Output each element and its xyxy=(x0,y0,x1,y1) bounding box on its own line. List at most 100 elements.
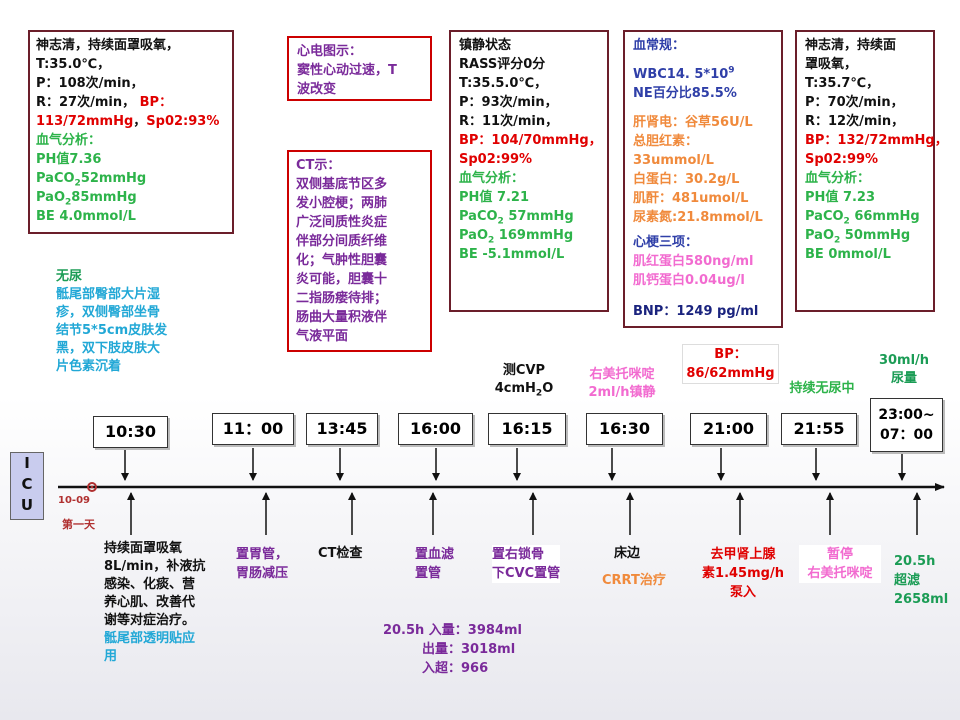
time-1615: 16:15 xyxy=(488,413,566,445)
sedation-line-10: PaCO2 57mmHg xyxy=(459,209,574,227)
note-1030-skin-1: 骶尾部透明贴应 xyxy=(104,631,196,646)
admission-line-8: PaCO252mmHg xyxy=(36,171,147,189)
time-1630: 16:30 xyxy=(586,413,663,445)
liver-renal-4: 白蛋白：30.2g/L xyxy=(633,172,740,187)
liver-renal-5: 肌酐：481umol/L xyxy=(633,191,749,206)
icu-letter-u: U xyxy=(20,496,34,514)
latest-line-5: R：12次/min， xyxy=(805,114,905,129)
note-1600-line-1: 置血滤 xyxy=(415,547,455,562)
admission-vitals-panel: 神志清，持续面罩吸氧，T:35.0℃，P：108次/min，R：27次/min，… xyxy=(28,30,234,234)
admission-line-3: P：108次/min， xyxy=(36,76,144,91)
sedation-line-9: PH值 7.21 xyxy=(459,190,530,205)
latest-line-1: 神志清，持续面 xyxy=(805,38,897,53)
note-1615-line-1: 置右锁骨 xyxy=(492,547,545,562)
admission-line-9: PaO285mmHg xyxy=(36,190,137,208)
cvp-note: 测CVP 4cmH2O xyxy=(484,362,564,398)
day-label: 第一天 xyxy=(62,518,95,531)
icu-letter-c: C xyxy=(21,475,33,493)
wbc-value: WBC14. 5*109 xyxy=(633,65,735,82)
time-1030: 10:30 xyxy=(93,416,168,448)
sedation-line-3: T:35.5.0℃， xyxy=(459,76,548,91)
note-1600: 置血滤 置管 xyxy=(415,545,454,583)
skin-note-5: 片色素沉着 xyxy=(56,359,122,374)
dexmed-line-2: 2ml/h镇静 xyxy=(588,385,656,400)
cardiac-1: 肌红蛋白580ng/ml xyxy=(633,254,754,269)
cardiac-title: 心梗三项： xyxy=(633,235,699,250)
admission-line-1: 神志清，持续面罩吸氧， xyxy=(36,38,180,53)
latest-vitals-panel: 神志清，持续面罩吸氧，T:35.7℃，P：70次/min，R：12次/min，B… xyxy=(795,30,948,312)
note-2100-line-3: 泵入 xyxy=(729,585,756,600)
fluid-balance-note: 20.5h 入量：3984ml 出量：3018ml 入超：966 xyxy=(376,621,522,678)
continuous-anuria-note: 持续无尿中 xyxy=(779,380,865,398)
fluid-intake: 20.5h 入量：3984ml xyxy=(382,623,522,638)
note-1030-skin-2: 用 xyxy=(104,649,118,664)
time-0700: 07：00 xyxy=(880,427,933,443)
note-1345: CT检查 xyxy=(318,546,363,561)
note-2155-line-1: 暂停 xyxy=(826,547,853,562)
latest-line-6: BP：132/72mmHg， xyxy=(805,133,948,148)
note-1630-crrt: CRRT治疗 xyxy=(602,573,666,588)
admission-line-6: 血气分析： xyxy=(36,133,102,148)
admission-line-4: R：27次/min， BP： xyxy=(36,95,173,110)
latest-line-2: 罩吸氧， xyxy=(805,57,858,72)
time-1345: 13:45 xyxy=(306,413,378,445)
note-1030: 持续面罩吸氧 8L/min，补液抗 感染、化痰、营 养心肌、改善代 谢等对症治疗… xyxy=(104,540,205,666)
skin-note: 无尿 骶尾部臀部大片湿 疹，双侧臀部坐骨 结节5*5cm皮肤发 黑，双下肢皮肤大… xyxy=(56,268,167,376)
latest-line-9: PH值 7.23 xyxy=(805,190,876,205)
skin-note-1: 骶尾部臀部大片湿 xyxy=(56,287,161,302)
latest-line-11: PaO2 50mmHg xyxy=(805,228,911,246)
latest-line-12: BE 0mmol/L xyxy=(805,247,891,262)
bp-2100-label: BP： xyxy=(714,347,747,362)
note-2155: 暂停 右美托咪啶 xyxy=(799,545,881,583)
sedation-line-6: BP：104/70mmHg， xyxy=(459,133,602,148)
start-date: 10-09 xyxy=(58,495,90,506)
ecg-text-1: 窦性心动过速，T xyxy=(297,63,397,78)
note-1030-line-1: 持续面罩吸氧 xyxy=(104,541,183,556)
liver-renal-1: 肝肾电：谷草56U/L xyxy=(633,115,753,130)
sedation-line-8: 血气分析： xyxy=(459,171,525,186)
ct-text-3: 广泛间质性炎症 xyxy=(296,215,388,230)
fluid-output: 出量：3018ml xyxy=(422,642,516,657)
cvp-value: 4cmH2O xyxy=(494,381,554,399)
ct-text-7: 二指肠瘘待排； xyxy=(296,291,388,306)
cvp-title: 测CVP xyxy=(502,363,546,378)
bp-2100-note: BP： 86/62mmHg xyxy=(682,344,779,384)
note-1630: 床边 xyxy=(614,546,641,561)
lab-results-panel: 血常规： WBC14. 5*109 NE百分比85.5% 肝肾电：谷草56U/L… xyxy=(623,30,783,328)
latest-line-10: PaCO2 66mmHg xyxy=(805,209,920,227)
liver-renal-2: 总胆红素： xyxy=(633,134,699,149)
fluid-net: 入超：966 xyxy=(422,661,489,676)
urine-rate: 30ml/h xyxy=(878,353,930,368)
time-2300-0700: 23:00~ 07：00 xyxy=(870,398,943,452)
ne-value: NE百分比85.5% xyxy=(633,86,737,101)
note-2100-line-2: 素1.45mg/h xyxy=(702,566,784,581)
bp-2100-value: 86/62mmHg xyxy=(686,366,775,381)
sedation-line-11: PaO2 169mmHg xyxy=(459,228,574,246)
note-2300-line-1: 20.5h xyxy=(894,554,936,569)
ecg-title: 心电图示： xyxy=(297,44,363,59)
anuria-note: 无尿 xyxy=(56,269,83,284)
latest-line-8: 血气分析： xyxy=(805,171,871,186)
time-2155: 21:55 xyxy=(781,413,857,445)
latest-line-3: T:35.7℃， xyxy=(805,76,880,91)
dexmed-line-1: 右美托咪啶 xyxy=(589,367,655,382)
admission-line-10: BE 4.0mmol/L xyxy=(36,209,136,224)
bnp-value: BNP：1249 pg/ml xyxy=(633,304,759,319)
note-1100-line-2: 胃肠减压 xyxy=(236,566,289,581)
ct-text-5: 化；气肿性胆囊 xyxy=(296,253,388,268)
ct-text-8: 肠曲大量积液伴 xyxy=(296,310,388,325)
urine-output-note: 30ml/h 尿量 xyxy=(868,352,940,388)
note-1030-line-5: 谢等对症治疗。 xyxy=(104,613,196,628)
note-1615: 置右锁骨 下CVC置管 xyxy=(492,545,561,583)
note-2155-line-2: 右美托咪啶 xyxy=(807,566,873,581)
note-2300-line-3: 2658ml xyxy=(894,592,949,607)
start-marker xyxy=(87,482,97,492)
ct-text-2: 发小腔梗；两肺 xyxy=(296,196,388,211)
note-2300-line-2: 超滤 xyxy=(894,573,921,588)
sedation-line-7: Sp02:99% xyxy=(459,152,533,167)
note-1030-line-2: 8L/min，补液抗 xyxy=(104,559,206,574)
skin-note-4: 黑，双下肢皮肤大 xyxy=(56,341,161,356)
note-1615-line-2: 下CVC置管 xyxy=(492,566,561,581)
